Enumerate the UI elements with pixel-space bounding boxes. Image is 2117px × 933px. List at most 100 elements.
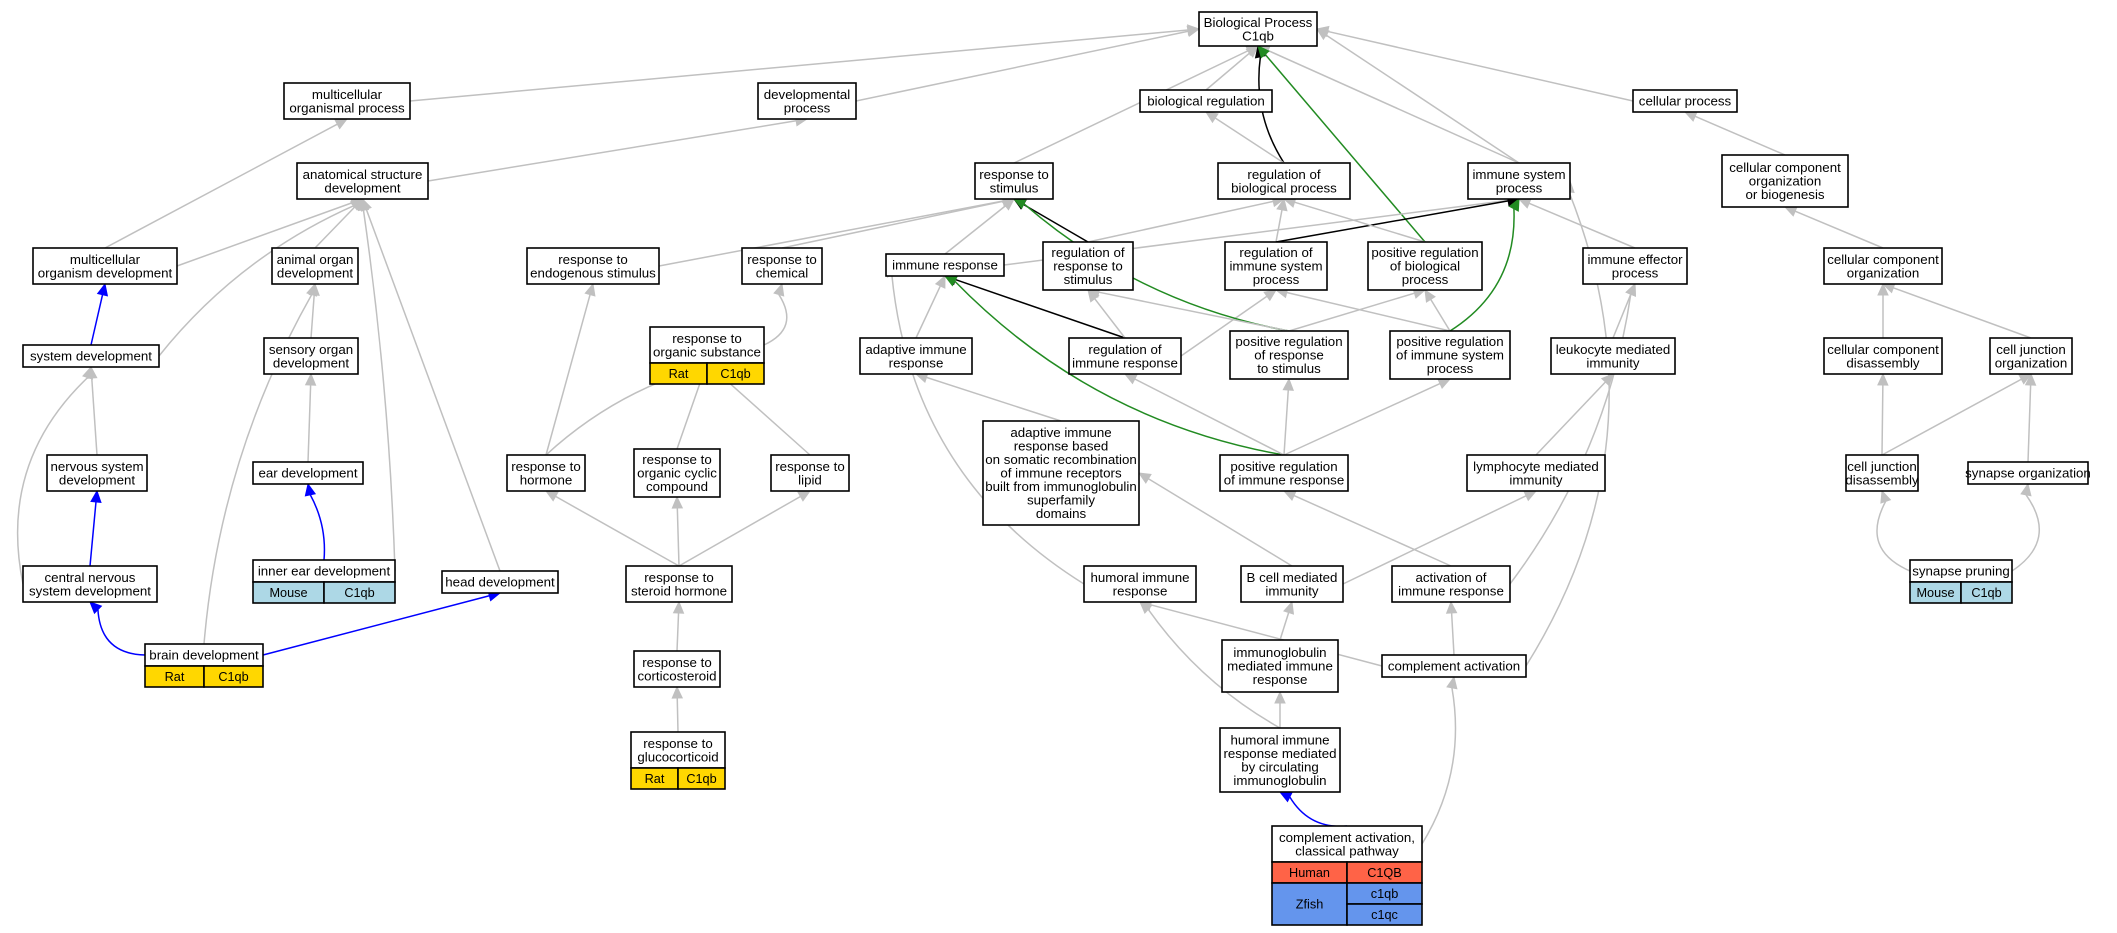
edge-rtsh-to-rth bbox=[544, 490, 680, 567]
term-box bbox=[1823, 247, 1943, 285]
go-term-cacp[interactable]: complement activation,classical pathwayH… bbox=[1271, 825, 1423, 926]
edge-iep-to-isp bbox=[1517, 198, 1636, 249]
go-term-breg[interactable]: biological regulation bbox=[1139, 89, 1273, 113]
go-term-cellp[interactable]: cellular process bbox=[1632, 89, 1738, 113]
edge-line bbox=[97, 609, 146, 656]
term-label-line: positive regulation bbox=[1396, 334, 1503, 349]
term-label-line: on somatic recombination bbox=[985, 452, 1137, 467]
term-label-line: response to bbox=[642, 655, 711, 670]
term-label-line: process bbox=[1427, 361, 1474, 376]
gene-cell bbox=[677, 767, 726, 790]
arrowhead bbox=[1783, 206, 1798, 217]
edge-rtos-to-rtc bbox=[763, 282, 788, 346]
gene-cell bbox=[203, 665, 264, 688]
arrowhead bbox=[544, 490, 559, 502]
go-term-syno[interactable]: synapse organization bbox=[1965, 461, 2091, 485]
term-label-line: anatomical structure bbox=[303, 167, 423, 182]
edge-line bbox=[676, 612, 680, 652]
go-term-sd[interactable]: system development bbox=[22, 344, 160, 368]
term-label-line: stimulus bbox=[990, 180, 1039, 195]
term-label-line: process bbox=[1496, 180, 1543, 195]
arrowhead bbox=[1625, 282, 1636, 297]
edge-isp-to-bp bbox=[1315, 28, 1520, 164]
edge-line bbox=[1288, 292, 1415, 332]
term-box bbox=[22, 565, 158, 603]
edge-rir-to-rors bbox=[1087, 289, 1126, 339]
term-label-line: cellular component bbox=[1827, 342, 1939, 357]
go-term-ed[interactable]: ear development bbox=[252, 461, 364, 485]
term-label-line: activation of bbox=[1416, 570, 1487, 585]
term-label-line: response to bbox=[644, 570, 713, 585]
go-term-ir[interactable]: immune response bbox=[885, 253, 1005, 277]
term-label-line: development bbox=[324, 180, 400, 195]
term-label-line: endogenous stimulus bbox=[530, 265, 656, 280]
arrowhead bbox=[1877, 372, 1889, 386]
term-label-line: adaptive immune bbox=[1010, 425, 1111, 440]
gene-label: C1qb bbox=[686, 772, 716, 786]
arrowhead bbox=[1012, 198, 1027, 210]
term-label-line: process bbox=[784, 100, 831, 115]
term-label-line: immunity bbox=[1509, 472, 1563, 487]
edge-line bbox=[1214, 117, 1285, 164]
edge-line bbox=[1293, 494, 1452, 567]
go-term-ca[interactable]: complement activation bbox=[1381, 654, 1527, 678]
edge-ccob-to-cellp bbox=[1683, 111, 1786, 156]
edge-ed-to-sod bbox=[304, 372, 317, 463]
term-label-line: response to bbox=[672, 331, 741, 346]
arrowhead bbox=[1278, 791, 1293, 803]
arrowhead bbox=[943, 275, 958, 287]
edge-line bbox=[2027, 384, 2032, 463]
gene-label: c1qc bbox=[1371, 908, 1398, 922]
go-term-hd[interactable]: head development bbox=[441, 570, 559, 594]
term-box bbox=[1219, 727, 1341, 793]
term-label-line: of immune system bbox=[1396, 348, 1504, 363]
